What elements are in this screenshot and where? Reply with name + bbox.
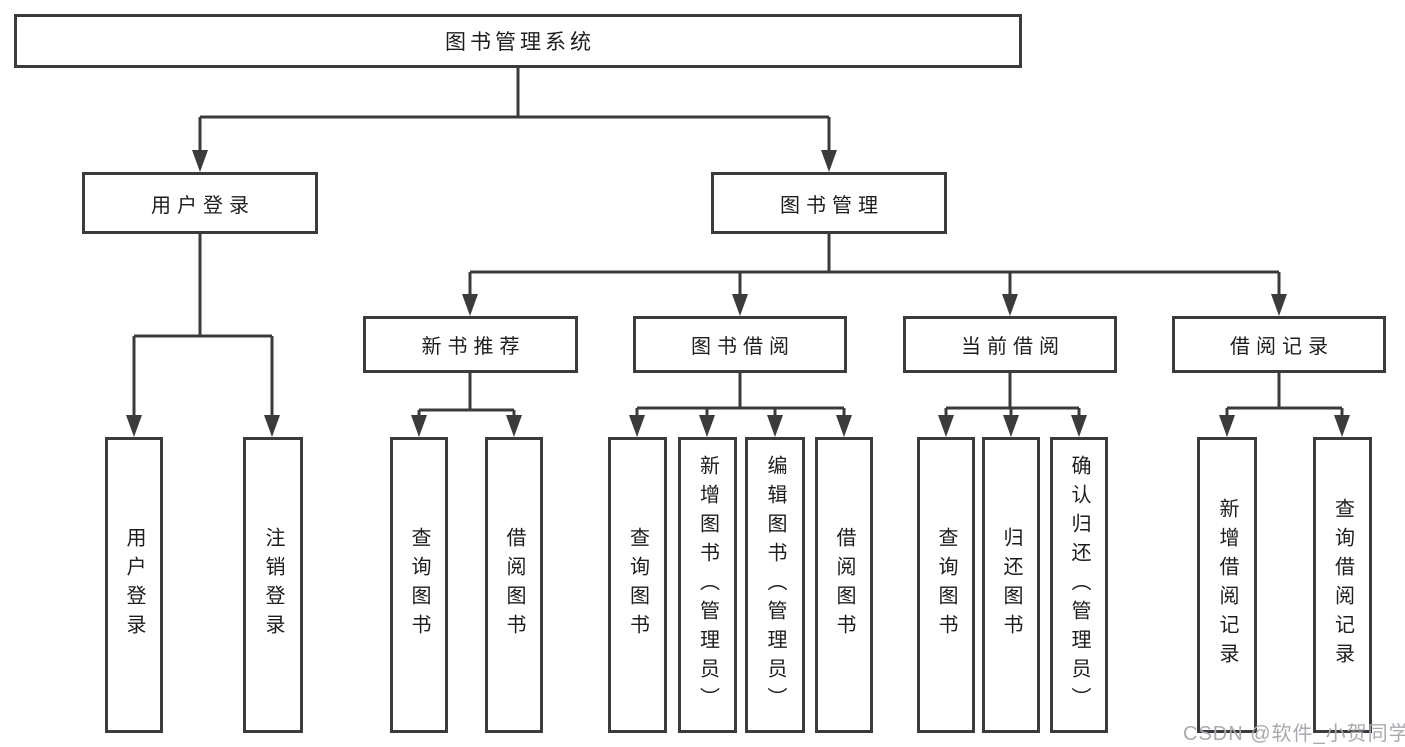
node-root: 图书管理系统 [14,14,1022,68]
leaf-query-books-recommend-label: 查询图书 [408,527,430,643]
leaf-query-books-current-label: 查询图书 [935,527,957,643]
leaf-edit-book-admin: 编辑图书（管理员） [745,437,805,733]
arrowheads [126,150,1350,437]
leaf-add-book-admin-label: 新增图书（管理员） [696,454,719,716]
leaf-edit-book-admin-label: 编辑图书（管理员） [764,454,786,716]
connector-shafts [132,68,1344,419]
leaf-borrow-books-recommend-label: 借阅图书 [503,527,525,643]
leaf-user-login-label: 用户登录 [123,527,145,643]
leaf-add-borrow-record: 新增借阅记录 [1197,437,1257,733]
leaf-return-book-label: 归还图书 [1000,527,1022,643]
leaf-add-borrow-record-label: 新增借阅记录 [1216,498,1238,672]
leaf-query-books-borrow-label: 查询图书 [626,527,649,643]
leaf-query-books-current: 查询图书 [917,437,975,733]
node-current-borrow: 当前借阅 [903,316,1117,373]
node-borrow-records: 借阅记录 [1172,316,1386,373]
leaf-confirm-return-admin-label: 确认归还（管理员） [1068,454,1090,716]
node-user-login: 用户登录 [82,172,318,234]
leaf-borrow-books-recommend: 借阅图书 [485,437,543,733]
leaf-query-books-recommend: 查询图书 [390,437,448,733]
watermark: CSDN @软件_小贺同学 [1183,723,1405,745]
leaf-user-login: 用户登录 [105,437,163,733]
node-new-book-recommend: 新书推荐 [363,316,578,373]
leaf-confirm-return-admin: 确认归还（管理员） [1050,437,1108,733]
leaf-query-borrow-record: 查询借阅记录 [1313,437,1372,733]
leaf-logout-label: 注销登录 [262,527,284,643]
leaf-query-books-borrow: 查询图书 [608,437,667,733]
node-book-management: 图书管理 [711,172,947,234]
leaf-add-book-admin: 新增图书（管理员） [678,437,737,733]
leaf-query-borrow-record-label: 查询借阅记录 [1331,498,1354,672]
node-book-borrow: 图书借阅 [633,316,847,373]
leaf-logout: 注销登录 [243,437,303,733]
leaf-borrow-books-label: 借阅图书 [833,527,855,643]
leaf-return-book: 归还图书 [982,437,1040,733]
leaf-borrow-books: 借阅图书 [815,437,873,733]
